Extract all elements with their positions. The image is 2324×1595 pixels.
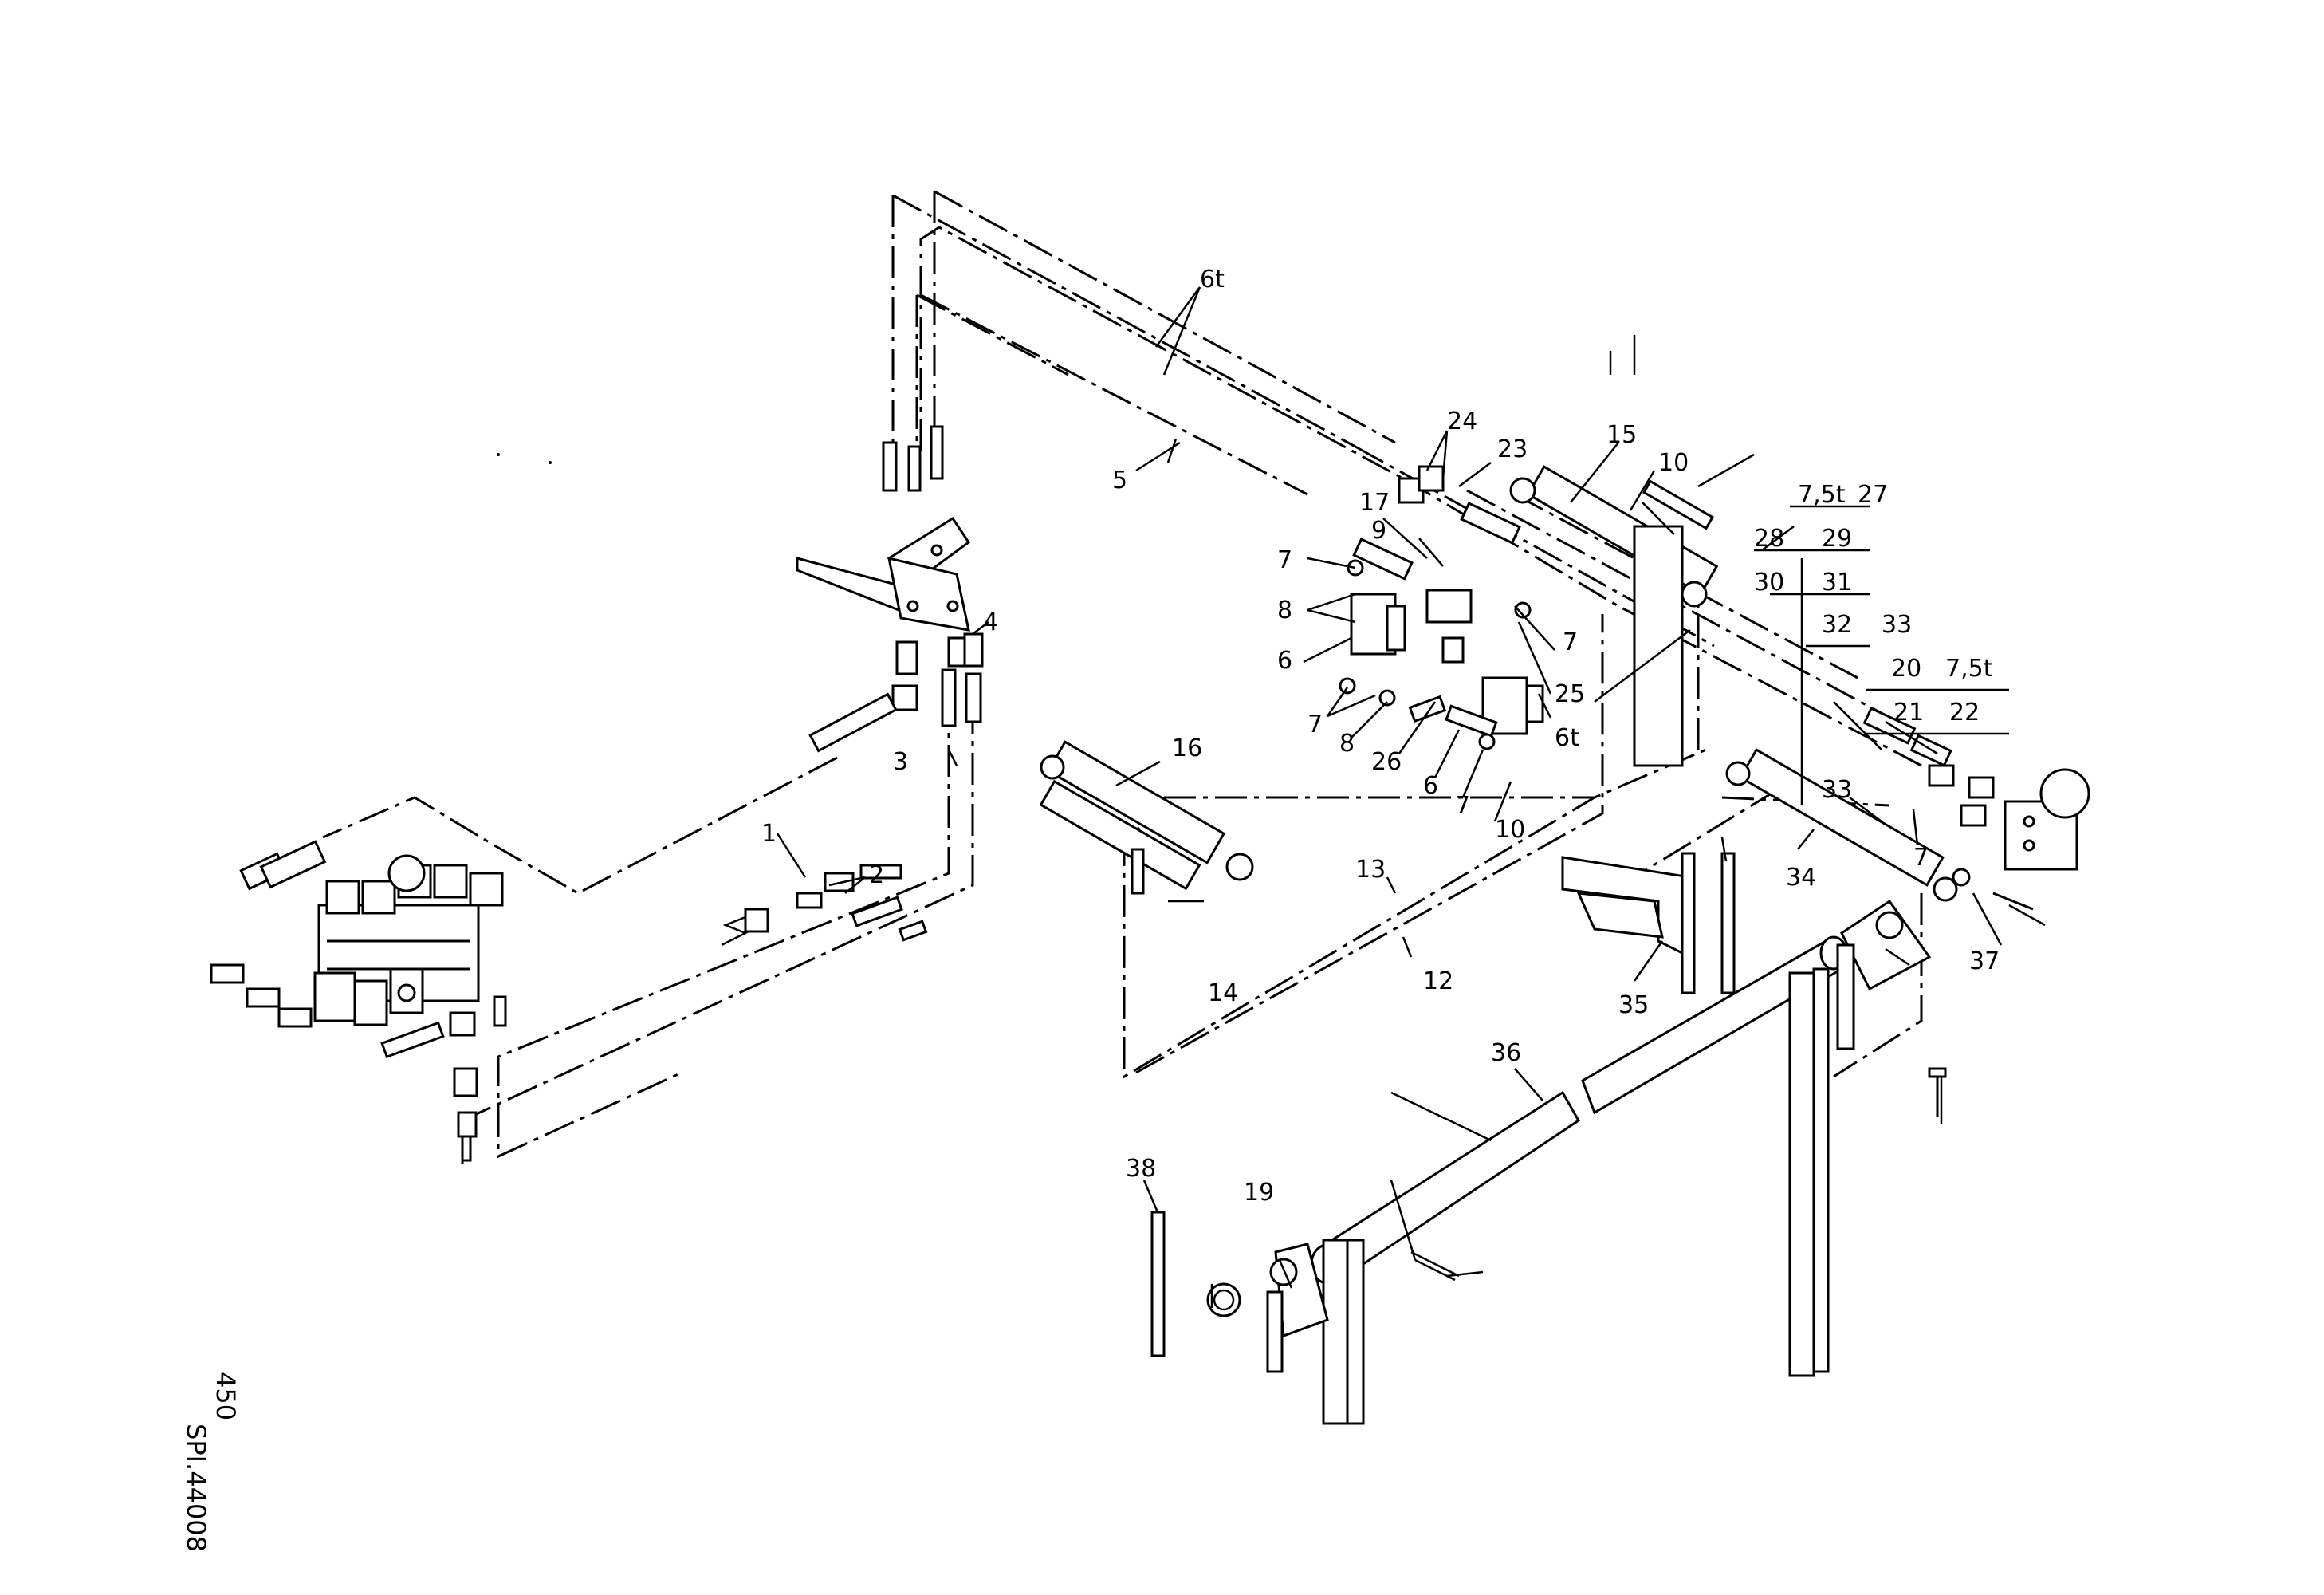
drawing-number: 450: [210, 1372, 241, 1420]
callout-7-far-right: 7: [1913, 844, 1929, 872]
callout-20: 21: [1893, 699, 1924, 727]
callout-23: 26: [1371, 748, 1402, 776]
support-frame: [1150, 852, 1947, 1425]
callout-26-weight: 33: [1882, 611, 1912, 639]
stray-mark: [549, 461, 552, 464]
callout-19: 20: [1891, 655, 1921, 683]
callout-7-right: 7: [1563, 628, 1578, 656]
callout-4: 4: [983, 608, 998, 636]
mounting-bracket: [796, 425, 984, 753]
callout-21: 25: [1555, 680, 1585, 708]
callout-14-lower: 16: [1172, 734, 1202, 762]
stray-mark: [497, 453, 500, 456]
fitting-group-1-2: [721, 864, 928, 947]
callout-6-bottom: 6: [1423, 772, 1438, 800]
callout-11: 12: [1423, 967, 1453, 995]
callout-25-a-weight: 29: [1822, 525, 1852, 553]
callout-3: 3: [893, 748, 908, 776]
callout-14-upper: 15: [1606, 421, 1637, 449]
callout-12: 13: [1355, 856, 1386, 884]
callout-17: 24: [1447, 408, 1477, 435]
callout-7-left: 7: [1307, 711, 1323, 738]
callout-16: 23: [1497, 435, 1528, 463]
callout-28: 34: [1786, 864, 1816, 892]
callout-10-lower: 10: [1495, 816, 1525, 844]
callout-7-bottom: 7: [1455, 792, 1470, 820]
callout-5: 5: [1112, 467, 1127, 494]
hydraulic-cylinder-upper: [1509, 465, 1719, 767]
callout-33-left: 38: [1126, 1155, 1156, 1183]
hose-lines: [322, 190, 1923, 1164]
callout-labels: 6t 5 24 23 15 10 17 9 7 8 6 7 8 26 6 7 1…: [761, 266, 2000, 1207]
hydraulic-cylinder-28: [1725, 748, 2034, 911]
hydraulic-cylinder-lower: [1039, 740, 1254, 895]
callout-24-weight: 27: [1858, 481, 1888, 509]
callout-1: 1: [761, 820, 777, 848]
callout-32: 37: [1969, 947, 2000, 975]
callout-24: 7,5t: [1798, 481, 1846, 509]
callout-9: 9: [1371, 517, 1386, 545]
callout-27: 33: [1822, 776, 1852, 804]
callout-19-weight: 7,5t: [1945, 655, 1993, 683]
callout-8-left: 8: [1339, 730, 1355, 758]
callout-8-top: 8: [1277, 597, 1292, 624]
callout-25-b: 30: [1754, 569, 1784, 597]
callout-22: 6t: [1555, 724, 1579, 752]
callout-26: 32: [1822, 611, 1852, 639]
callout-13: 14: [1208, 979, 1238, 1007]
callout-25-b-weight: 31: [1822, 569, 1852, 597]
callout-25-a: 28: [1754, 525, 1784, 553]
callout-15: 17: [1359, 489, 1390, 517]
callout-30: 36: [1491, 1039, 1521, 1067]
leader-lines: [776, 286, 2046, 1308]
callout-7-top: 7: [1277, 546, 1292, 574]
callout-29: 35: [1618, 991, 1649, 1019]
drawing-code: SPI.44008: [181, 1424, 211, 1552]
callout-10-upper: 10: [1658, 449, 1689, 477]
callout-31: 19: [1244, 1179, 1274, 1207]
control-valve-bank: [210, 840, 507, 1162]
callout-2: 2: [869, 861, 884, 889]
callout-6-left: 6: [1277, 647, 1292, 675]
callout-20-weight: 22: [1949, 699, 1980, 727]
callout-18: 6t: [1200, 266, 1225, 293]
drawing-reference: SPI.44008 450: [181, 1372, 241, 1552]
